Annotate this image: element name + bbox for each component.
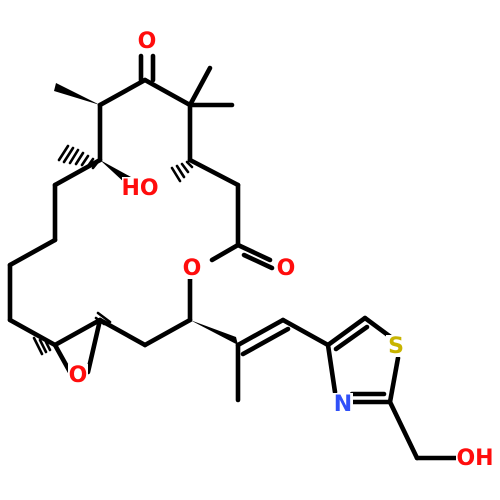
epoxide-hashed-stereo <box>32 311 112 356</box>
ester-carbonyl-double-bond <box>235 242 275 271</box>
atom-hydroxymethyl-oxygen: OH <box>456 446 494 471</box>
atom-label: HO <box>121 176 158 201</box>
ketone-double-bond <box>138 53 156 83</box>
epoxide-ring-bonds <box>52 317 103 375</box>
atom-ketone-oxygen: O <box>137 29 157 54</box>
hydroxymethyl-bonds <box>387 399 461 461</box>
atom-ester-ring-oxygen: O <box>182 256 202 281</box>
side-chain-hashed-c15 <box>190 320 238 345</box>
atom-label: S <box>388 334 404 359</box>
atom-ester-carbonyl-oxygen: O <box>276 256 296 281</box>
thiazole-ring-bonds <box>325 315 401 405</box>
atom-thiazole-nitrogen: N <box>333 392 353 417</box>
atom-label: O <box>138 29 157 54</box>
methyl-bonds <box>187 65 235 108</box>
methyl-wedge-c8 <box>54 83 100 105</box>
methyl-hashed-c6 <box>57 144 99 170</box>
atom-thiazole-sulfur: S <box>386 334 406 359</box>
atom-label: OH <box>456 446 493 471</box>
atom-label: O <box>183 256 202 281</box>
atom-hydroxyl-oxygen: HO <box>121 176 158 201</box>
atom-label: O <box>69 363 88 388</box>
side-chain-bonds <box>235 317 331 403</box>
atom-label: N <box>334 392 352 417</box>
macrocycle-bonds <box>7 77 241 348</box>
hydroxyl-hashed-c3 <box>170 160 194 183</box>
atom-label: O <box>277 256 296 281</box>
atom-epoxide-oxygen: O <box>68 363 88 388</box>
